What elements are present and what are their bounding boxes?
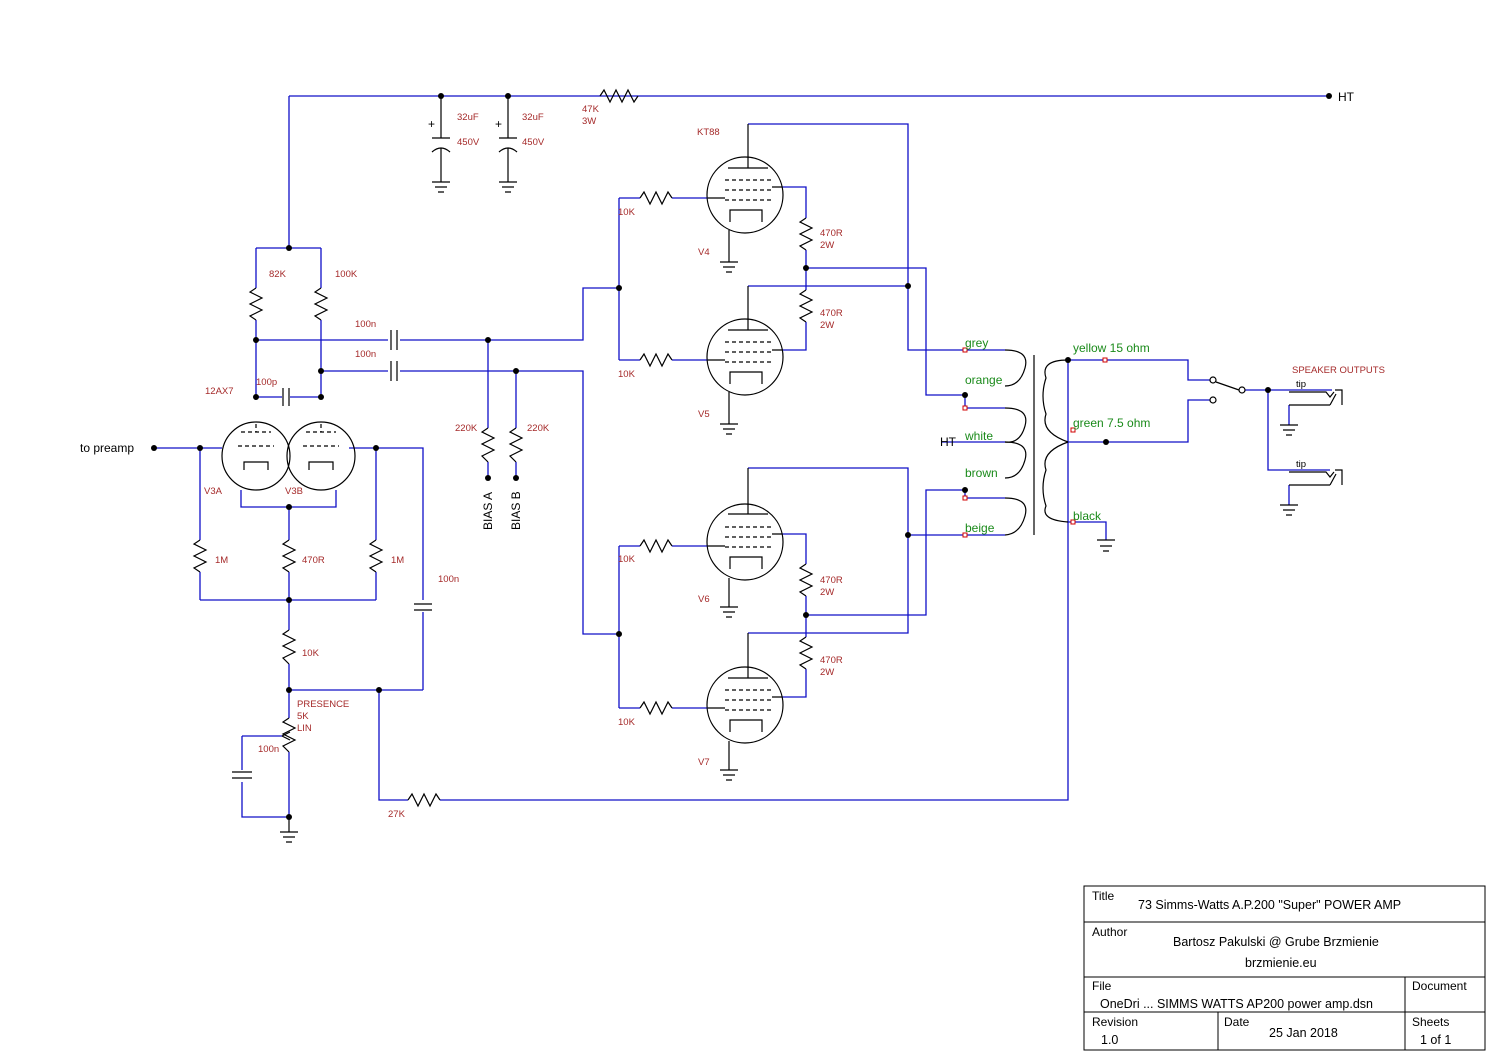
- pot-presence-label: PRESENCE: [297, 699, 349, 710]
- cap2-value: 32uF: [522, 112, 544, 123]
- tap-beige: beige: [965, 521, 995, 535]
- r100k-label: 100K: [335, 269, 358, 280]
- document-label: Document: [1412, 979, 1467, 993]
- r-screen-v6-value: 470R: [820, 575, 843, 586]
- r1m-left-label: 1M: [215, 555, 228, 566]
- pot-taper-label: LIN: [297, 723, 312, 734]
- resistor-100k: [313, 287, 329, 321]
- v6-label: V6: [698, 594, 710, 605]
- r82k-label: 82K: [269, 269, 287, 280]
- svg-text:+: +: [495, 117, 502, 131]
- cap-100n-b-label: 100n: [355, 349, 376, 360]
- tap-black: black: [1073, 509, 1102, 523]
- tap-brown: brown: [965, 466, 998, 480]
- author-site: brzmienie.eu: [1245, 956, 1317, 970]
- junctions: [151, 93, 1332, 820]
- cap-100n-presence-label: 100n: [438, 574, 459, 585]
- cap1-value: 32uF: [457, 112, 479, 123]
- r-screen-v4-value: 470R: [820, 228, 843, 239]
- resistor-82k: [248, 287, 264, 321]
- to-preamp-label: to preamp: [80, 441, 134, 455]
- r220k-b-label: 220K: [527, 423, 550, 434]
- sheets-label: Sheets: [1412, 1015, 1449, 1029]
- tap-grey: grey: [965, 336, 988, 350]
- tube-v3b: [286, 421, 356, 491]
- ht-mid-label: HT: [940, 435, 957, 449]
- r10k-tail-label: 10K: [302, 648, 320, 659]
- r470r-tail-label: 470R: [302, 555, 325, 566]
- r-grid-v4-label: 10K: [618, 207, 636, 218]
- r-supply-power: 3W: [582, 116, 596, 127]
- title-value: 73 Simms-Watts A.P.200 "Super" POWER AMP: [1138, 898, 1401, 912]
- v3b-label: V3B: [285, 486, 303, 497]
- tube-12ax7-label: 12AX7: [205, 386, 234, 397]
- date-value: 25 Jan 2018: [1269, 1026, 1338, 1040]
- ht-label: HT: [1338, 90, 1355, 104]
- capacitor-100p: [282, 388, 290, 406]
- r-supply-value: 47K: [582, 104, 600, 115]
- coupling-capacitor-a: [390, 330, 398, 350]
- r-grid-v5-label: 10K: [618, 369, 636, 380]
- r-screen-v6-power: 2W: [820, 587, 834, 598]
- tip-label-1: tip: [1296, 379, 1306, 390]
- filter-capacitor-2: +: [495, 96, 518, 193]
- file-value: OneDri ... SIMMS WATTS AP200 power amp.d…: [1100, 997, 1373, 1011]
- transformer-pins: [962, 347, 1108, 538]
- v7-label: V7: [698, 757, 710, 768]
- tap-white: white: [964, 429, 993, 443]
- author-label: Author: [1092, 925, 1127, 939]
- output-transformer: [1004, 349, 1115, 552]
- coupling-capacitor-b: [390, 361, 398, 381]
- r1m-right-label: 1M: [391, 555, 404, 566]
- revision-value: 1.0: [1101, 1033, 1118, 1047]
- kt88-label: KT88: [697, 127, 720, 138]
- r-screen-v7-power: 2W: [820, 667, 834, 678]
- pot-value-label: 5K: [297, 711, 309, 722]
- tube-v3a: [221, 421, 291, 491]
- tip-label-2: tip: [1296, 459, 1306, 470]
- r220k-a-label: 220K: [455, 423, 478, 434]
- r-screen-v5-value: 470R: [820, 308, 843, 319]
- v4-label: V4: [698, 247, 710, 258]
- title-block: Title 73 Simms-Watts A.P.200 "Super" POW…: [1083, 885, 1486, 1051]
- cap2-voltage: 450V: [522, 137, 545, 148]
- title-label: Title: [1092, 889, 1115, 903]
- speaker-jack-2: [1280, 469, 1343, 516]
- cap-100n-a-label: 100n: [355, 319, 376, 330]
- tube-v7: [706, 633, 784, 781]
- r-screen-v4-power: 2W: [820, 240, 834, 251]
- bias-b-label: BIAS B: [509, 491, 523, 530]
- svg-text:+: +: [428, 117, 435, 131]
- r-grid-v6-label: 10K: [618, 554, 636, 565]
- bias-a-label: BIAS A: [481, 492, 495, 530]
- tap-yellow: yellow 15 ohm: [1073, 341, 1150, 355]
- sheets-value: 1 of 1: [1420, 1033, 1451, 1047]
- tube-v4: [706, 124, 784, 273]
- labels: HT to preamp HT BIAS A BIAS B SPEAKER OU…: [80, 90, 1385, 820]
- v5-label: V5: [698, 409, 710, 420]
- symbols: + +: [192, 88, 1343, 843]
- r-screen-v5-power: 2W: [820, 320, 834, 331]
- tap-orange: orange: [965, 373, 1003, 387]
- speaker-outputs-label: SPEAKER OUTPUTS: [1292, 365, 1385, 376]
- date-label: Date: [1224, 1015, 1250, 1029]
- tap-green: green 7.5 ohm: [1073, 416, 1150, 430]
- file-label: File: [1092, 979, 1112, 993]
- tube-v6: [706, 468, 784, 618]
- speaker-jack-1: [1280, 389, 1343, 436]
- cap-100n-pot-label: 100n: [258, 744, 279, 755]
- tube-v5: [706, 286, 784, 435]
- cap1-voltage: 450V: [457, 137, 480, 148]
- filter-capacitor-1: +: [428, 96, 451, 193]
- v3a-label: V3A: [204, 486, 223, 497]
- cap-100p-label: 100p: [256, 377, 277, 388]
- revision-label: Revision: [1092, 1015, 1138, 1029]
- impedance-switch: [1209, 376, 1246, 404]
- r27k-label: 27K: [388, 809, 406, 820]
- resistor-47k: [599, 88, 639, 104]
- author-value: Bartosz Pakulski @ Grube Brzmienie: [1173, 935, 1379, 949]
- r-screen-v7-value: 470R: [820, 655, 843, 666]
- r-grid-v7-label: 10K: [618, 717, 636, 728]
